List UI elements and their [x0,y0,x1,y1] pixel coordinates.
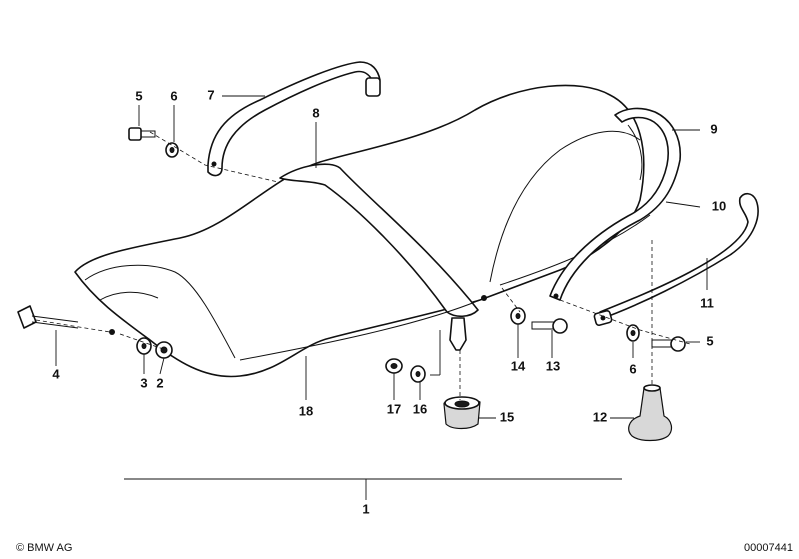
callout-6-right: 6 [629,361,636,376]
callout-13: 13 [546,358,560,373]
callout-3: 3 [140,375,147,390]
callout-14: 14 [511,358,526,373]
callout-6-top: 6 [170,88,177,103]
washer-part-6-right[interactable] [626,324,640,342]
assembly-lines [35,131,691,400]
callout-4: 4 [52,366,60,381]
image-number: 00007441 [744,542,793,554]
leader-lines [55,95,708,500]
callout-12: 12 [593,409,607,424]
callout-15: 15 [500,409,514,424]
callout-17: 17 [387,401,401,416]
washer-part-3[interactable] [136,337,152,355]
callout-18: 18 [299,403,313,418]
callout-7: 7 [207,87,214,102]
rear-loop-part-11[interactable] [593,192,759,326]
washer-part-16[interactable] [410,365,426,383]
callout-5-right: 5 [706,333,713,348]
callout-9: 9 [710,121,717,136]
callout-8: 8 [312,105,319,120]
seat-part-8[interactable] [74,84,651,378]
washer-part-14[interactable] [510,307,526,325]
grab-handle-part-9[interactable] [549,107,681,301]
bolt-part-5-right[interactable] [651,336,686,352]
callout-10: 10 [712,198,726,213]
grommet-part-15[interactable] [443,396,481,430]
callout-labels: 5 6 7 8 9 10 11 5 6 4 3 2 18 17 16 14 13… [52,87,726,516]
buffer-part-12[interactable] [628,384,673,442]
copyright-text: © BMW AG [16,542,72,554]
callout-1: 1 [362,501,369,516]
bolt-part-13[interactable] [531,318,568,334]
seat-stud [449,317,467,351]
callout-2: 2 [156,375,163,390]
grab-strap-part-7[interactable] [207,61,381,177]
nut-part-2[interactable] [155,341,173,359]
callout-16: 16 [413,401,427,416]
nut-part-17[interactable] [385,358,403,374]
bolt-part-5-top[interactable] [128,127,156,141]
bolt-part-4[interactable] [17,305,79,329]
callout-11: 11 [700,295,714,310]
washer-part-6-top[interactable] [165,142,179,158]
callout-5-top: 5 [135,88,142,103]
